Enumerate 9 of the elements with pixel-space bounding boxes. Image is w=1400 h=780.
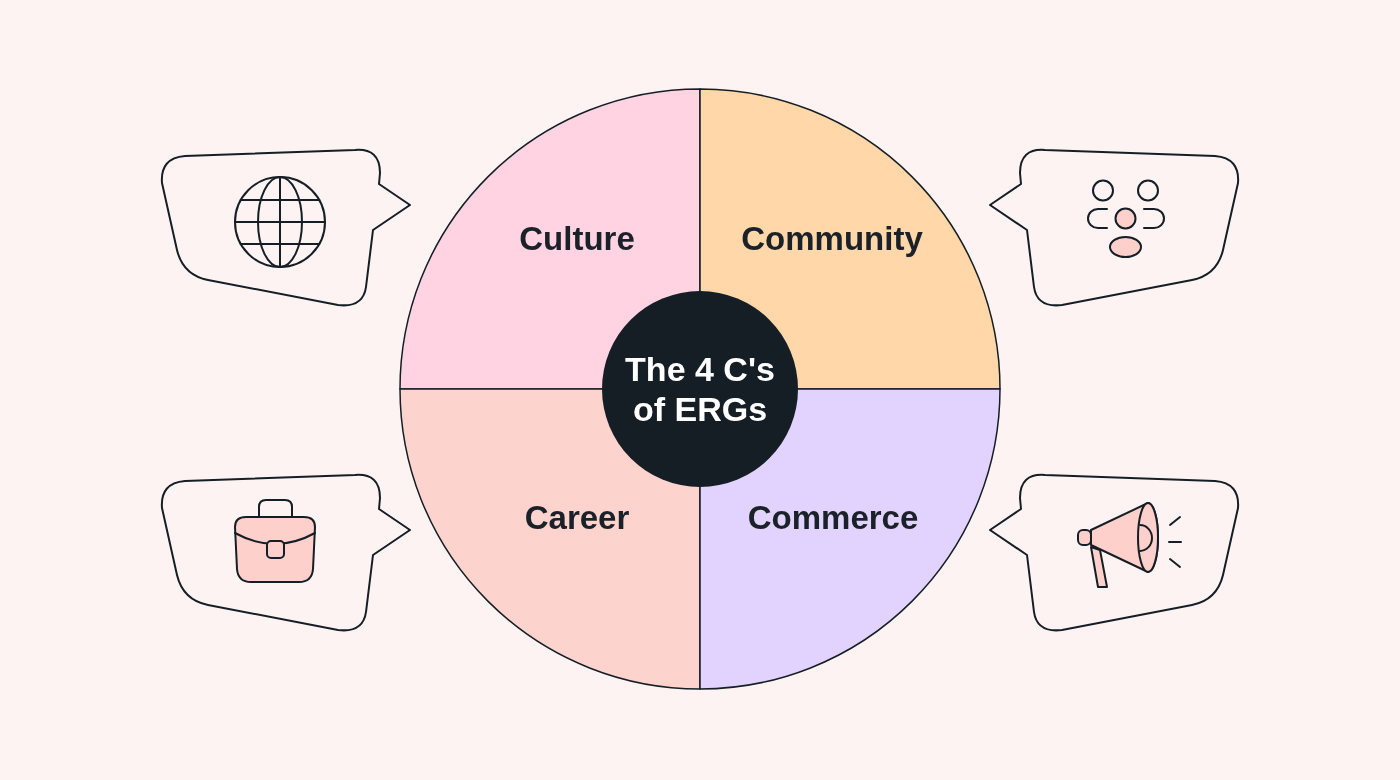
segment-label: Career bbox=[524, 499, 630, 537]
speech-bubble bbox=[986, 471, 1242, 634]
segment-label: Commerce bbox=[747, 499, 919, 537]
segment-label: Community bbox=[741, 220, 923, 258]
center-title: The 4 C's of ERGs bbox=[624, 349, 776, 429]
speech-bubble bbox=[158, 471, 414, 634]
speech-bubble bbox=[986, 146, 1242, 309]
segment-label: Culture bbox=[519, 220, 635, 258]
speech-bubble bbox=[158, 146, 414, 309]
